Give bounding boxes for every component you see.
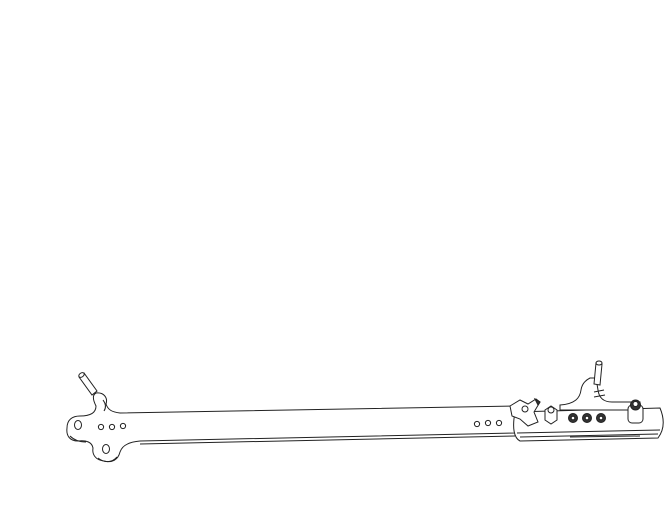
mount-hole bbox=[74, 420, 82, 430]
right-knob bbox=[627, 399, 644, 424]
adjust-hole bbox=[119, 422, 127, 430]
left-holes bbox=[74, 420, 127, 454]
hex-nut bbox=[544, 405, 558, 425]
adjust-hole bbox=[97, 423, 105, 431]
bar-body bbox=[66, 392, 516, 463]
adjustment-screws bbox=[568, 413, 606, 423]
right-pin bbox=[593, 360, 603, 386]
left-plate-edge bbox=[69, 399, 118, 463]
left-pin bbox=[78, 372, 98, 396]
adjust-hole bbox=[108, 423, 116, 431]
right-holes bbox=[473, 419, 503, 428]
mount-hole bbox=[102, 444, 110, 454]
adjust-hole bbox=[495, 419, 503, 427]
adjust-hole bbox=[473, 420, 481, 428]
adjust-hole bbox=[484, 419, 492, 427]
bar-lower-edge bbox=[139, 435, 516, 445]
wing-knob bbox=[509, 397, 541, 427]
